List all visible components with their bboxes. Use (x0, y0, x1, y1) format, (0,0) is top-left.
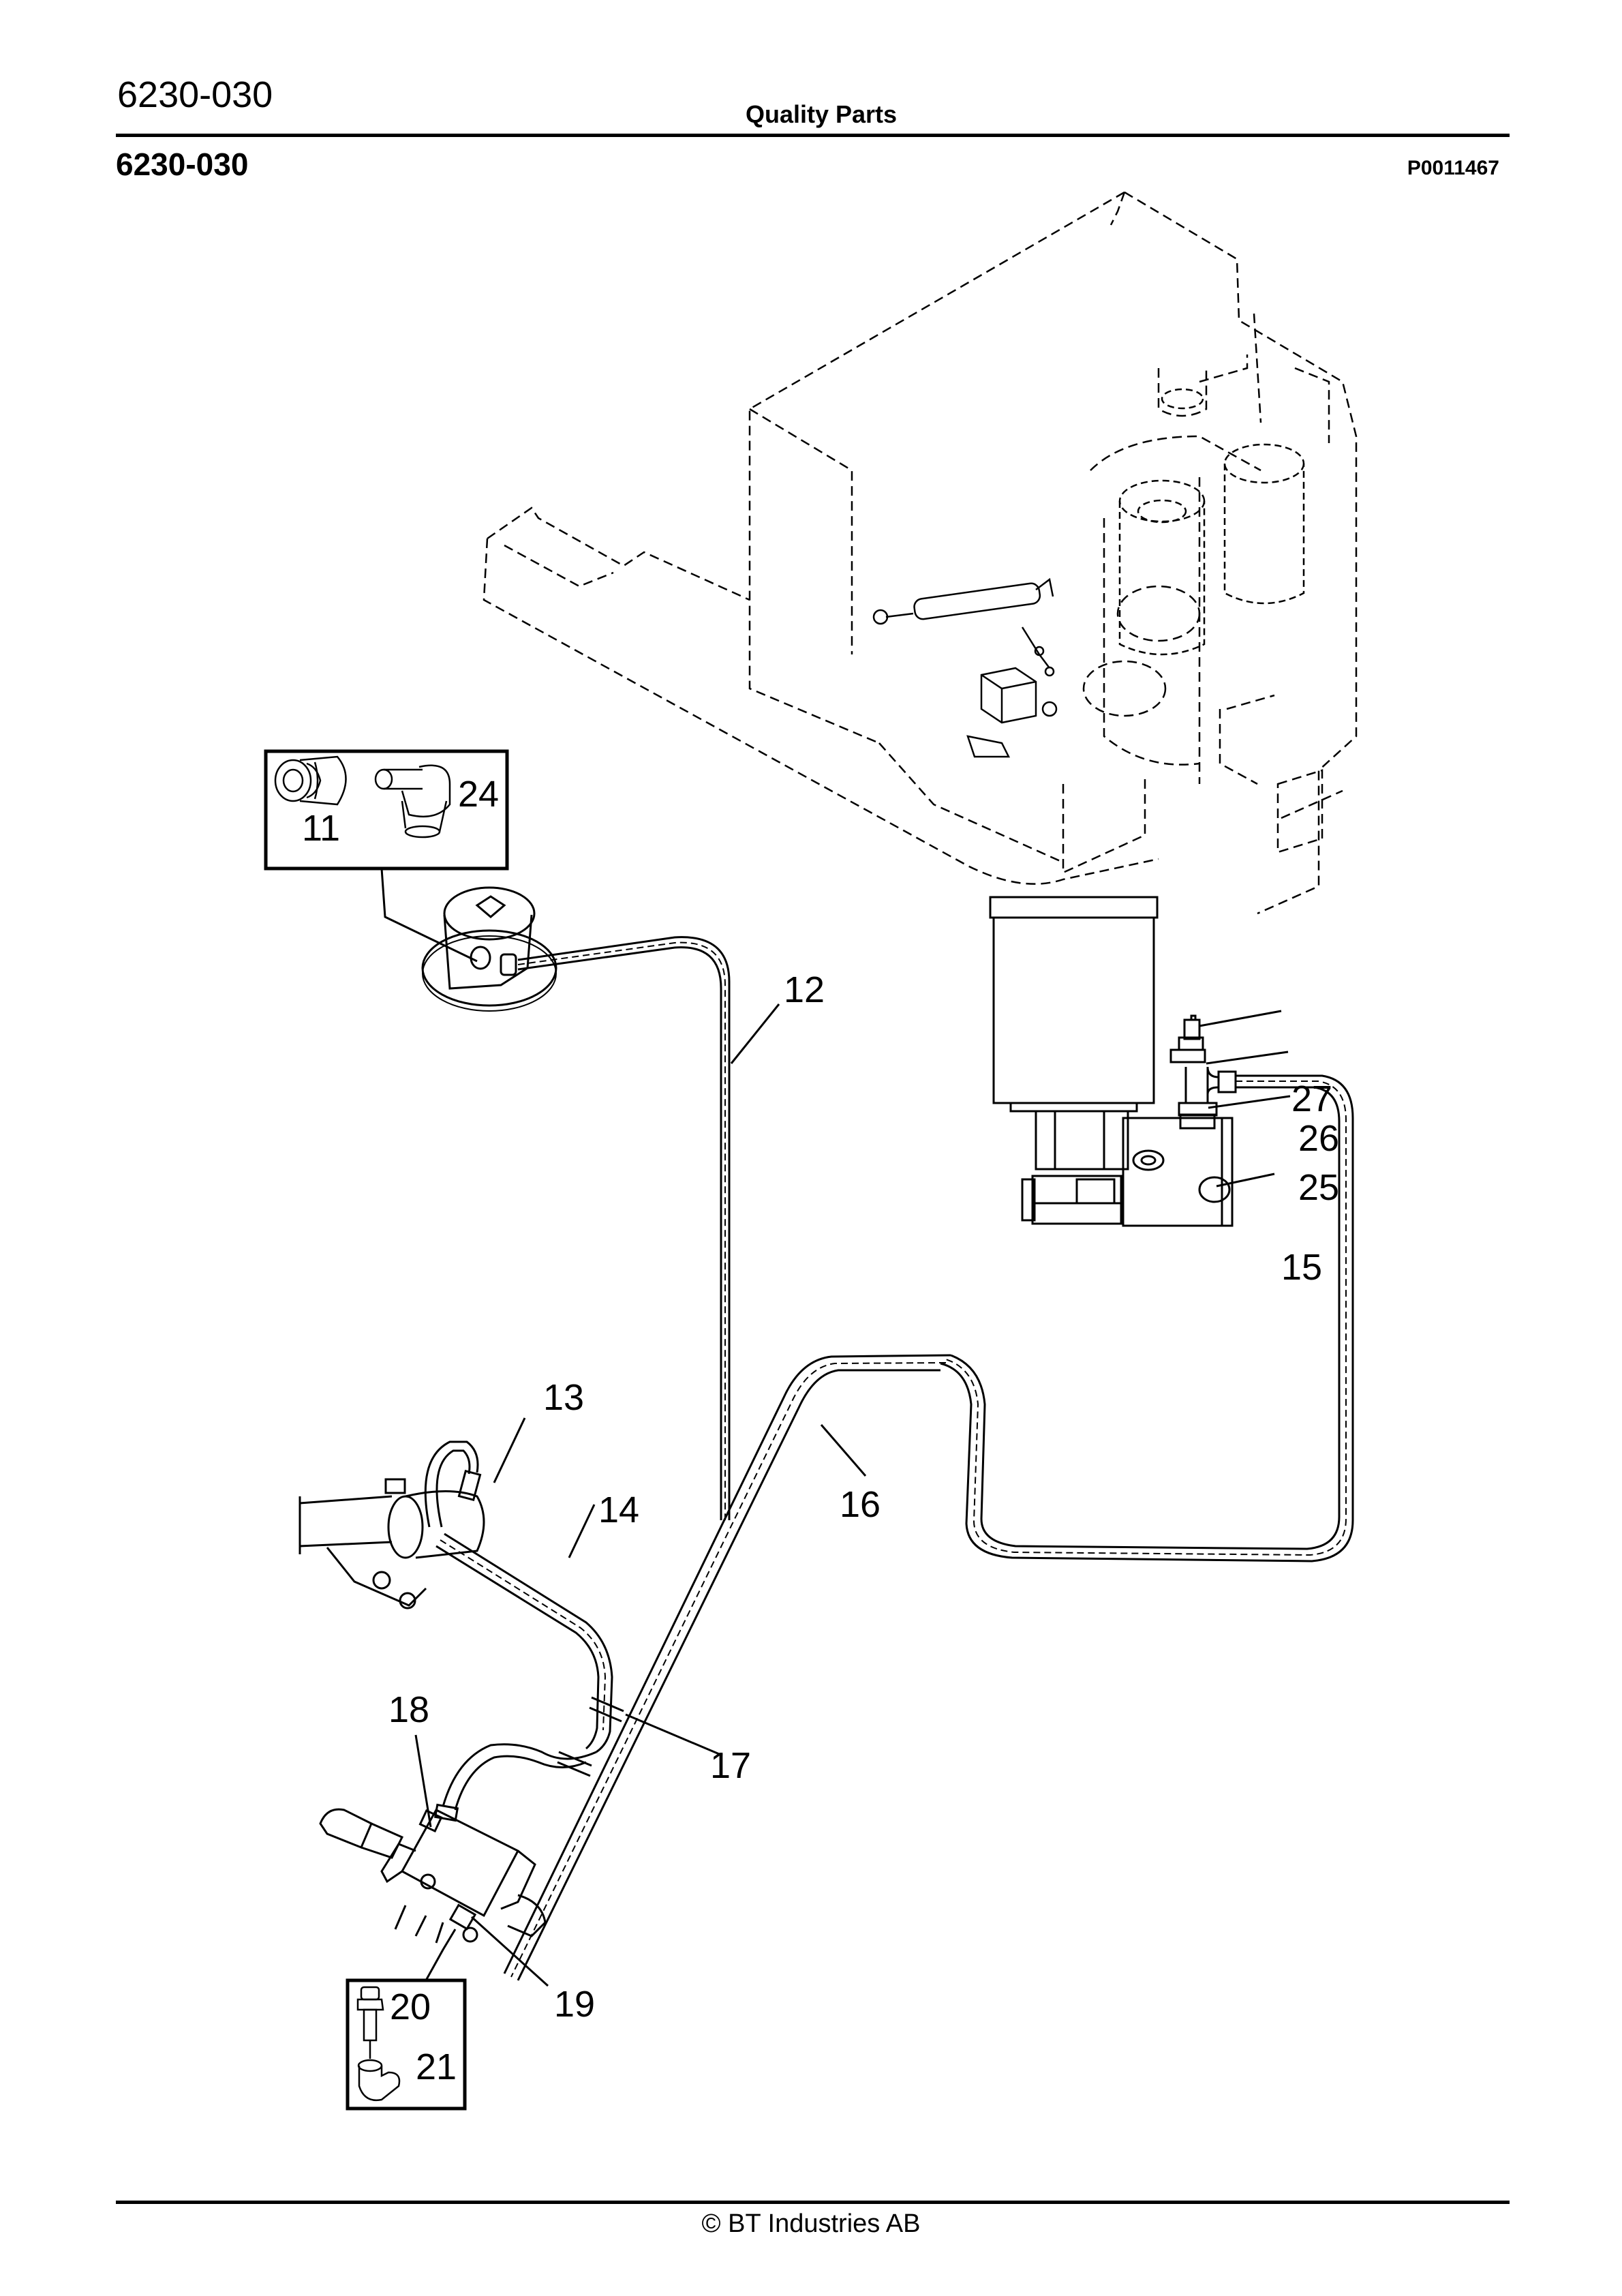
callout-14: 14 (598, 1490, 639, 1530)
illustration-reference: P0011467 (1407, 157, 1499, 179)
fitting-24-icon (374, 764, 451, 839)
hose-14 (433, 1532, 613, 1822)
pressure-fittings-stack (1169, 1014, 1237, 1130)
leader-12 (730, 1003, 780, 1064)
page-title: Quality Parts (745, 100, 898, 128)
leader-27 (1199, 1010, 1282, 1027)
pump-valve-block (1021, 1117, 1234, 1227)
chassis-steering-cylinder (872, 577, 1055, 677)
callout-24: 24 (458, 774, 499, 815)
leader-14 (568, 1504, 596, 1558)
leader-13 (493, 1417, 526, 1483)
leader-lines (414, 1003, 1291, 1987)
callouts: 11 24 12 13 14 16 17 18 19 20 21 27 26 2… (302, 774, 1339, 2087)
reservoir-cap (421, 886, 557, 1012)
fitting-11-icon (274, 755, 347, 806)
callout-15: 15 (1281, 1247, 1322, 1288)
hydraulic-pump-motor (989, 896, 1159, 1170)
chassis-pump-cylinders (1118, 388, 1305, 656)
callout-20: 20 (390, 1987, 431, 2027)
leader-19 (470, 1916, 549, 1987)
callout-18: 18 (388, 1689, 429, 1730)
hose-16 (503, 1354, 951, 1981)
fitting-21-icon (357, 2059, 401, 2102)
callout-26: 26 (1298, 1118, 1339, 1159)
callout-27: 27 (1291, 1078, 1332, 1119)
header-rule (116, 134, 1510, 137)
leader-15 (1216, 1173, 1275, 1188)
hose-13 (424, 1440, 482, 1528)
truck-chassis-outline (483, 191, 1358, 915)
leader-26 (1206, 1051, 1289, 1065)
callout-19: 19 (554, 1984, 595, 2025)
leader-25 (1208, 1095, 1291, 1109)
copyright-notice: © BT Industries AB (701, 2209, 921, 2238)
callout-13: 13 (543, 1377, 584, 1418)
leader-16 (820, 1424, 867, 1477)
hose-12 (517, 936, 731, 1520)
brake-valve-block (319, 1808, 547, 1944)
leader-18 (414, 1734, 432, 1828)
section-code: 6230-030 (116, 147, 249, 182)
footer-rule (116, 2201, 1510, 2204)
callout-11: 11 (302, 808, 340, 849)
leader-17 (625, 1713, 723, 1757)
callout-16: 16 (840, 1484, 881, 1525)
return-hose-loop (940, 1074, 1354, 1562)
page-code: 6230-030 (117, 74, 273, 115)
fitting-20-icon (356, 1986, 384, 2059)
chassis-brake-valve (966, 667, 1058, 758)
inset-box-reservoir-fittings (264, 749, 509, 963)
callout-25: 25 (1298, 1167, 1339, 1208)
hose-clamps-17 (557, 1696, 624, 1777)
callout-12: 12 (784, 969, 825, 1010)
steering-cylinder (299, 1478, 485, 1610)
callout-21: 21 (416, 2046, 457, 2087)
inset-box-valve-fittings (346, 1929, 467, 2111)
callout-17: 17 (710, 1745, 751, 1786)
